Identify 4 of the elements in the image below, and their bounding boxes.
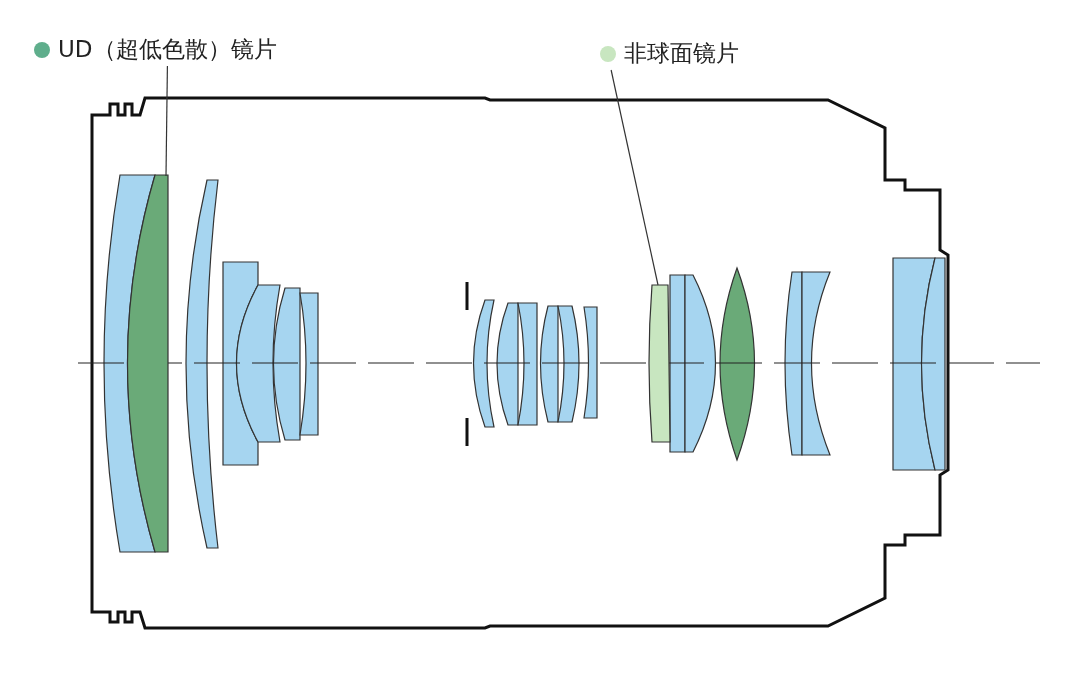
lens-type-label: UD（超低色散）镜片 (58, 35, 277, 64)
lens-type-label: 非球面镜片 (624, 39, 739, 68)
leader-line (165, 65, 168, 177)
leader-line (610, 69, 659, 286)
